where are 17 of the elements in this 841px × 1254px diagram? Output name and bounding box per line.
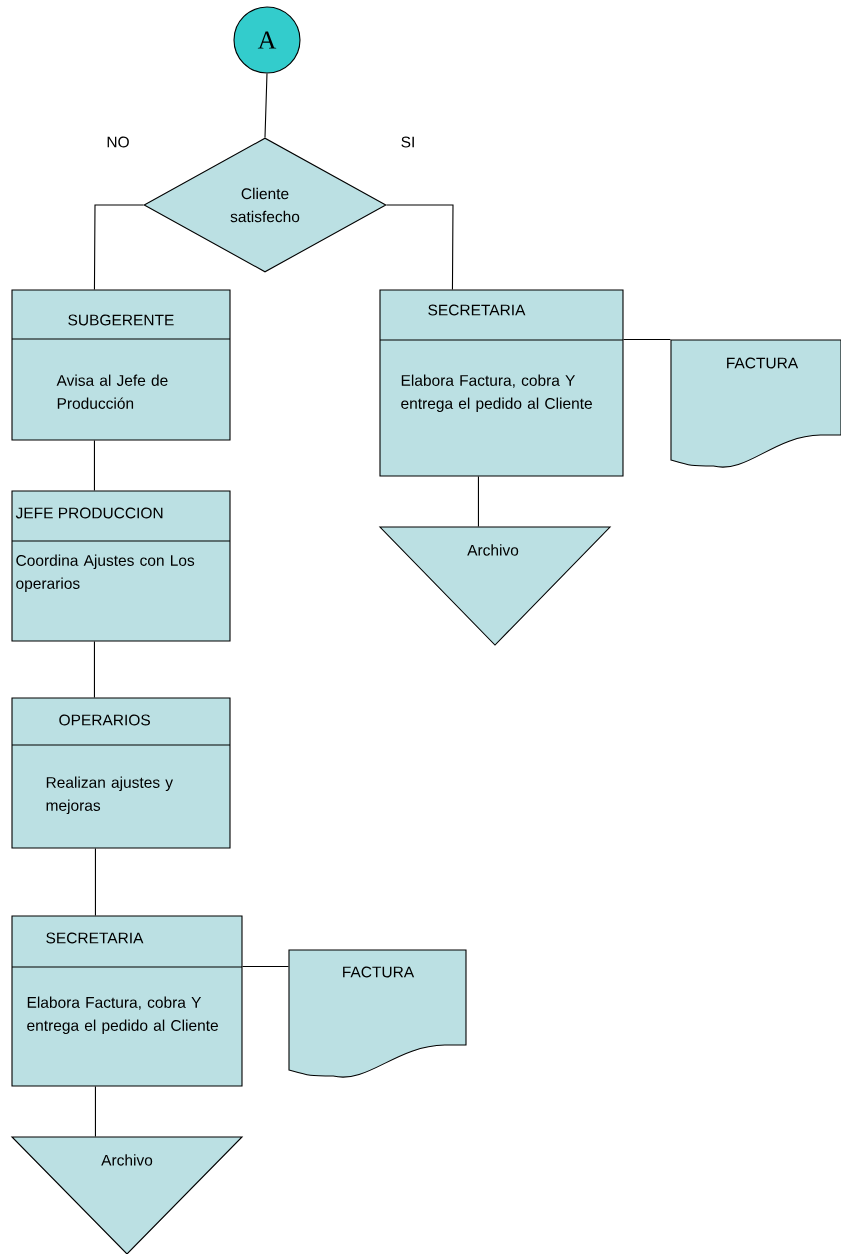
connector-line xyxy=(623,338,671,340)
connector-line xyxy=(477,476,479,527)
process-box: SUBGERENTE Avisa al Jefe de Producción xyxy=(11,289,231,441)
process-box: JEFE PRODUCCION Coordina Ajustes con Los operarios xyxy=(11,490,231,642)
process-box: SECRETARIA Elabora Factura, cobra Y entrega el pedido al Cliente xyxy=(379,289,624,477)
connector-line xyxy=(93,204,144,290)
connector-line xyxy=(94,848,96,916)
connector-line xyxy=(386,204,454,290)
connector-line xyxy=(93,641,95,698)
edge-label: SI xyxy=(401,136,414,148)
connector-line xyxy=(94,1086,96,1137)
connector-line xyxy=(93,440,95,491)
connector-line xyxy=(264,73,268,138)
process-box: OPERARIOS Realizan ajustes y mejoras xyxy=(11,697,231,849)
edge-label: NO xyxy=(107,136,129,148)
connector-line xyxy=(242,965,289,967)
process-box: SECRETARIA Elabora Factura, cobra Y entrega el pedido al Cliente xyxy=(11,915,243,1087)
